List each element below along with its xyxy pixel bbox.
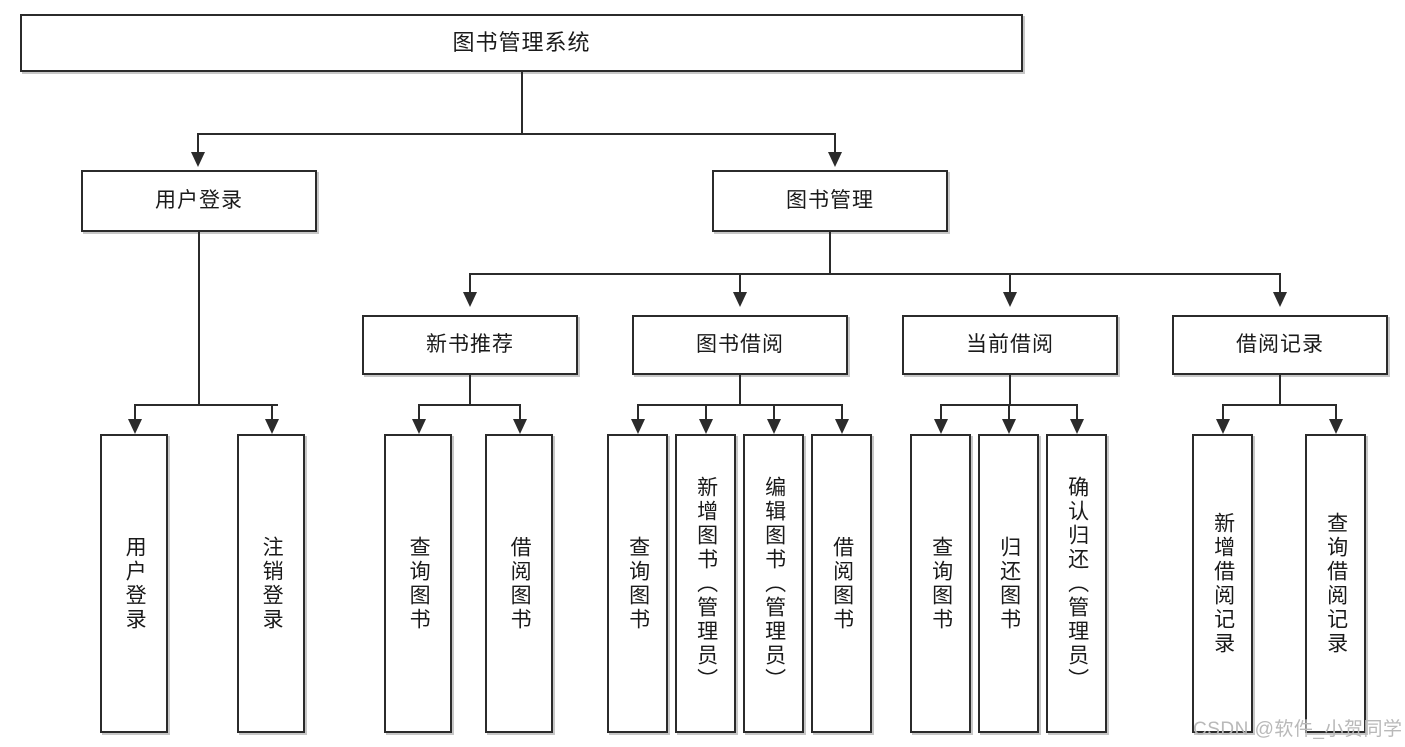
arrow-to-leaf-add-record [1216,419,1230,434]
connector-new-book-drop-1 [418,404,420,422]
connector-book-management-stem [829,232,831,274]
node-book-management[interactable]: 图书管理 [712,170,948,232]
connector-new-book-stem [469,375,471,405]
connector-borrow-record-drop-1 [1222,404,1224,422]
node-leaf-query-book-3[interactable]: 查询图书 [910,434,971,733]
arrow-to-leaf-confirm-return [1070,419,1084,434]
arrow-to-user-login [191,152,205,167]
arrow-to-leaf-add-book [699,419,713,434]
connector-book-borrow-drop-3 [773,404,775,422]
arrow-to-current-borrow [1003,292,1017,307]
connector-book-borrow-drop-2 [705,404,707,422]
arrow-to-leaf-query-book-3 [934,419,948,434]
node-borrow-record[interactable]: 借阅记录 [1172,315,1388,375]
connector-user-login-drop-1 [134,404,136,422]
node-book-borrow[interactable]: 图书借阅 [632,315,848,375]
connector-user-login-bus [135,404,278,406]
connector-to-borrow-record [1279,273,1281,295]
connector-borrow-record-stem [1279,375,1281,405]
node-leaf-user-login[interactable]: 用户登录 [100,434,168,733]
connector-new-book-drop-2 [519,404,521,422]
connector-root-to-book-management [834,133,836,155]
connector-user-login-drop-2 [271,404,273,422]
node-leaf-borrow-book-1[interactable]: 借阅图书 [485,434,553,733]
connector-current-borrow-stem [1009,375,1011,405]
arrow-to-book-management [828,152,842,167]
node-root-book-management-system[interactable]: 图书管理系统 [20,14,1023,72]
connector-root-bus [198,133,835,135]
node-user-login[interactable]: 用户登录 [81,170,317,232]
connector-root-to-user-login [197,133,199,155]
connector-book-borrow-drop-4 [841,404,843,422]
node-leaf-confirm-return[interactable]: 确认归还（管理员） [1046,434,1107,733]
csdn-watermark: CSDN @软件_小贺同学 [1193,719,1403,740]
connector-borrow-record-drop-2 [1335,404,1337,422]
node-current-borrow[interactable]: 当前借阅 [902,315,1118,375]
node-new-book-recommend[interactable]: 新书推荐 [362,315,578,375]
arrow-to-leaf-edit-book [767,419,781,434]
arrow-to-leaf-query-book-2 [631,419,645,434]
node-leaf-return-book[interactable]: 归还图书 [978,434,1039,733]
connector-current-borrow-drop-3 [1076,404,1078,422]
connector-to-book-borrow [739,273,741,295]
node-leaf-edit-book[interactable]: 编辑图书（管理员） [743,434,804,733]
arrow-to-leaf-logout-login [265,419,279,434]
node-leaf-logout-login[interactable]: 注销登录 [237,434,305,733]
node-leaf-query-book-2[interactable]: 查询图书 [607,434,668,733]
connector-book-borrow-bus [638,404,843,406]
arrow-to-leaf-query-record [1329,419,1343,434]
connector-root-stem [521,72,523,134]
arrow-to-borrow-record [1273,292,1287,307]
connector-to-new-book-recommend [469,273,471,295]
node-leaf-borrow-book-2[interactable]: 借阅图书 [811,434,872,733]
connector-current-borrow-drop-1 [940,404,942,422]
connector-book-borrow-stem [739,375,741,405]
arrow-to-leaf-user-login [128,419,142,434]
node-leaf-add-book[interactable]: 新增图书（管理员） [675,434,736,733]
arrow-to-new-book-recommend [463,292,477,307]
connector-level3-bus [470,273,1281,275]
connector-current-borrow-drop-2 [1008,404,1010,422]
node-leaf-query-book-1[interactable]: 查询图书 [384,434,452,733]
arrow-to-leaf-borrow-book-1 [513,419,527,434]
arrow-to-leaf-return-book [1002,419,1016,434]
connector-new-book-bus [419,404,520,406]
arrow-to-book-borrow [733,292,747,307]
connector-to-current-borrow [1009,273,1011,295]
arrow-to-leaf-borrow-book-2 [835,419,849,434]
connector-book-borrow-drop-1 [637,404,639,422]
connector-user-login-stem [198,232,200,405]
node-leaf-add-record[interactable]: 新增借阅记录 [1192,434,1253,733]
arrow-to-leaf-query-book-1 [412,419,426,434]
node-leaf-query-record[interactable]: 查询借阅记录 [1305,434,1366,733]
connector-borrow-record-bus [1223,404,1336,406]
